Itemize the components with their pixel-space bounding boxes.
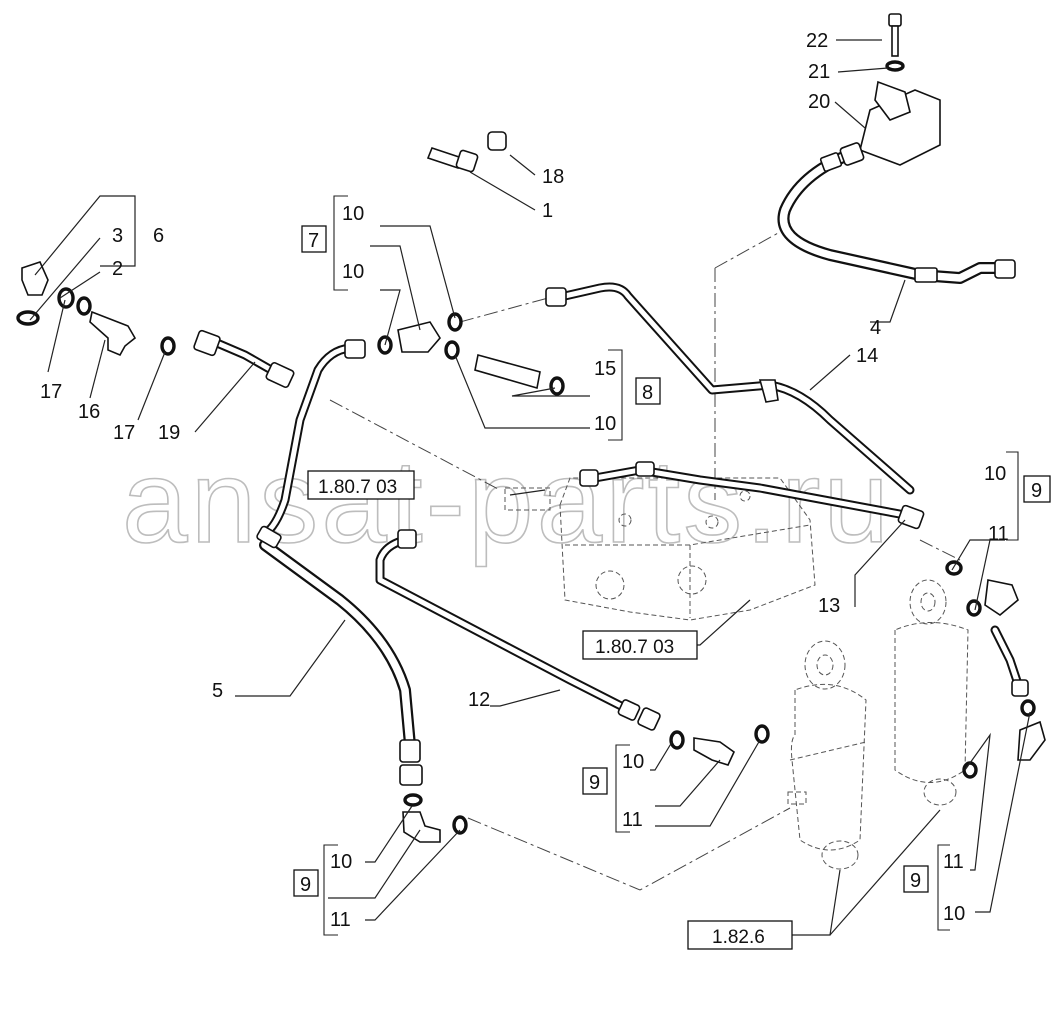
ref-label-cylinder: 1.82.6 [712, 927, 765, 948]
part-label-4: 4 [870, 317, 881, 339]
elbow-20 [874, 80, 911, 121]
tee-16 [89, 310, 137, 357]
group-box-9-d [903, 865, 929, 893]
group-label-9-b: 9 [589, 772, 600, 794]
group-boxes: 7 8 9 9 9 9 [293, 225, 1051, 897]
part-label-11-a: 11 [988, 523, 1009, 545]
part-label-10-d: 10 [984, 463, 1006, 485]
washer-21 [885, 60, 905, 72]
part-label-3: 3 [112, 225, 123, 247]
ref-box-valve-top [307, 470, 415, 500]
group-label-8: 8 [642, 382, 653, 404]
elbow-11-mid [693, 737, 736, 766]
group-box-9-b [582, 767, 608, 795]
part-label-2: 2 [112, 258, 123, 280]
valve-block-ghost [504, 477, 816, 621]
part-label-13: 13 [818, 595, 840, 617]
group-box-7 [301, 225, 327, 253]
part-label-21: 21 [808, 61, 830, 83]
ref-label-valve-bottom: 1.80.7 03 [595, 637, 674, 658]
part-label-17b: 17 [113, 422, 135, 444]
part-label-14: 14 [856, 345, 878, 367]
part-label-10-f: 10 [330, 851, 352, 873]
part-label-1: 1 [542, 200, 553, 222]
assembly-lines [329, 231, 961, 891]
part-label-10-c: 10 [594, 413, 616, 435]
elbow-11-bottom [402, 811, 441, 843]
group-label-7: 7 [308, 230, 319, 252]
group-label-9-d: 9 [910, 870, 921, 892]
part-label-16: 16 [78, 401, 100, 423]
part-label-22: 22 [806, 30, 828, 52]
ref-box-valve-bottom [582, 630, 698, 660]
watermark: ansat-parts.ru [122, 436, 892, 568]
part-labels: 22 21 20 18 1 3 6 2 17 16 17 19 10 10 15… [40, 30, 1009, 931]
fittings [16, 13, 1046, 843]
cylinder-ghost-left [787, 640, 867, 870]
ref-label-valve-top: 1.80.7 03 [318, 477, 397, 498]
part-label-10-b: 10 [342, 261, 364, 283]
group-label-9-a: 9 [1031, 480, 1042, 502]
group-box-9-c [293, 869, 319, 897]
part-label-6: 6 [153, 225, 164, 247]
group-label-9-c: 9 [300, 874, 311, 896]
part-label-10-e: 10 [622, 751, 644, 773]
cylinder-ghost-right [894, 579, 969, 806]
part-label-12: 12 [468, 689, 490, 711]
tee-7 [397, 321, 441, 353]
part-label-15: 15 [594, 358, 616, 380]
part-label-10-g: 10 [943, 903, 965, 925]
part-label-10-a: 10 [342, 203, 364, 225]
bolt-22 [888, 13, 902, 27]
group-box-9-a [1023, 475, 1051, 503]
part-label-17a: 17 [40, 381, 62, 403]
part-label-19: 19 [158, 422, 180, 444]
leader-lines [29, 39, 1031, 936]
part-label-11-b: 11 [622, 809, 643, 831]
part-label-20: 20 [808, 91, 830, 113]
part-label-11-d: 11 [943, 851, 964, 873]
bolt-shank-22 [891, 25, 899, 57]
elbow-11-lower-right [1017, 720, 1046, 761]
elbow-11-right [984, 579, 1019, 616]
part-label-11-c: 11 [330, 909, 351, 931]
reference-boxes: 1.80.7 03 1.80.7 03 1.82.6 [307, 470, 793, 950]
cap-18 [487, 131, 507, 151]
valve-8 [474, 354, 541, 390]
ref-box-cylinder [687, 920, 793, 950]
group-box-8 [635, 377, 661, 405]
part-label-5: 5 [212, 680, 223, 702]
elbow-3 [21, 261, 49, 296]
group-brackets [323, 195, 1019, 936]
part-label-18: 18 [542, 166, 564, 188]
